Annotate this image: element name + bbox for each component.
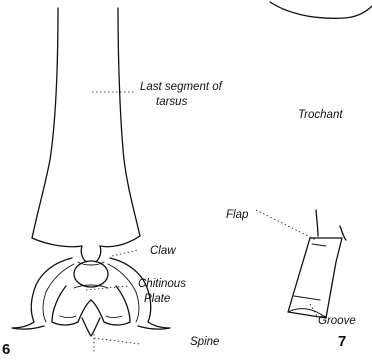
neck-and-pulvillus <box>74 246 108 287</box>
chitinous-plate <box>52 285 130 336</box>
trochanter-outline <box>270 2 372 18</box>
flap-diagram <box>288 210 346 318</box>
label-tarsus: tarsus <box>156 96 188 108</box>
label-flap: Flap <box>226 209 249 221</box>
leader-lines <box>86 92 318 352</box>
label-chitinous: Chitinous <box>138 278 186 290</box>
label-groove: Groove <box>318 315 356 327</box>
label-plate: Plate <box>144 293 170 305</box>
figure-number-6: 6 <box>2 341 10 358</box>
label-spine: Spine <box>190 336 219 348</box>
figure-number-7: 7 <box>338 333 346 350</box>
label-last-segment: Last segment of <box>140 81 224 93</box>
tarsus-segment <box>32 8 140 247</box>
label-claw: Claw <box>150 245 176 257</box>
label-trochanter: Trochant <box>298 109 343 121</box>
